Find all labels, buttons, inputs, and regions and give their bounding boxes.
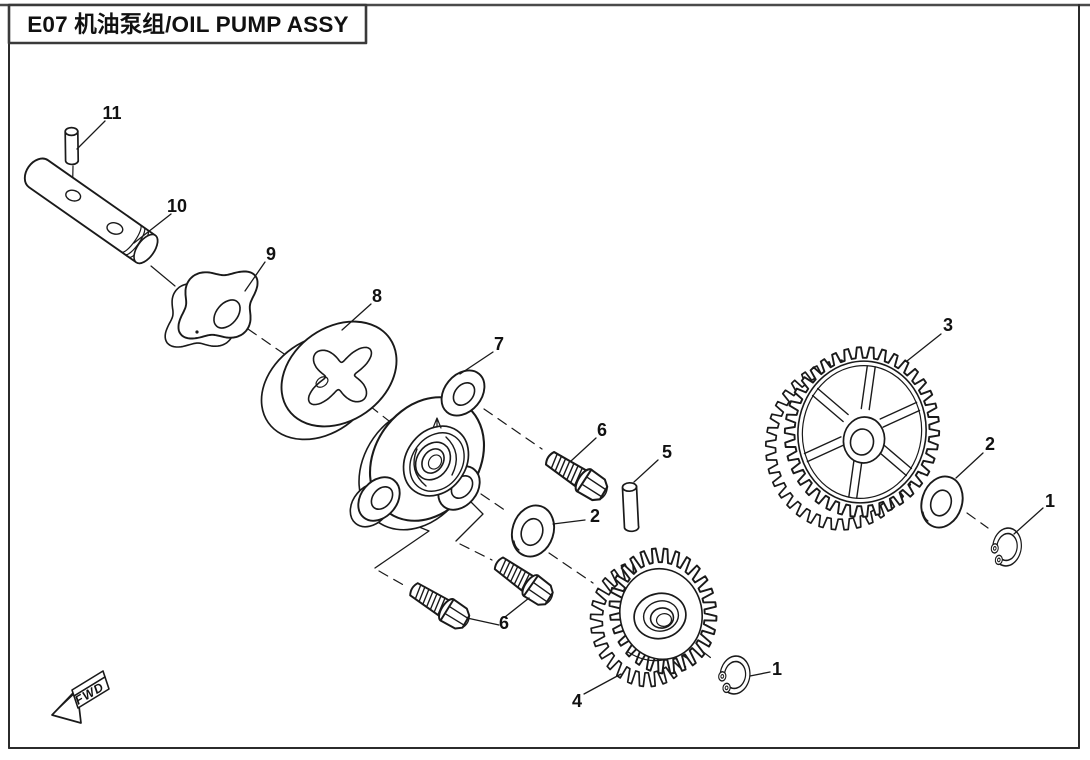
title-box xyxy=(7,3,368,45)
callout-2-middle: 2 xyxy=(590,506,600,526)
callout-11: 11 xyxy=(102,103,121,123)
part-9-inner-rotor xyxy=(164,270,259,348)
page-frame xyxy=(0,3,1090,749)
callout-9: 9 xyxy=(266,244,276,264)
part-3-gear-large xyxy=(764,346,941,531)
bolt-hole-zigzag-right xyxy=(455,496,484,542)
callout-7: 7 xyxy=(494,334,504,354)
part-7-pump-cover xyxy=(349,369,486,531)
callout-6-lower: 6 xyxy=(499,613,509,633)
callout-1-middle: 1 xyxy=(772,659,782,679)
callout-6-upper: 6 xyxy=(597,420,607,440)
part-6-bolt-lower-middle xyxy=(489,551,559,611)
part-1-circlip-middle xyxy=(715,653,754,697)
callout-10: 10 xyxy=(167,196,187,216)
callout-4: 4 xyxy=(572,691,582,711)
callout-2-right: 2 xyxy=(985,434,995,454)
part-6-bolt-lower-left xyxy=(404,576,476,635)
fwd-direction-arrow: FWD xyxy=(51,670,110,724)
callout-labels: 11 10 9 8 7 6 5 2 6 4 1 3 2 1 xyxy=(102,103,1055,711)
title-block: E07 机油泵组/OIL PUMP ASSY xyxy=(7,3,368,45)
part-2-washer-right xyxy=(920,475,964,529)
callout-8: 8 xyxy=(372,286,382,306)
shaft-pin-hole xyxy=(65,189,82,202)
part-2-washer-middle xyxy=(510,504,556,558)
leader-lines xyxy=(76,120,1044,695)
callout-5: 5 xyxy=(662,442,672,462)
part-5-pin xyxy=(621,481,640,533)
part-4-gear xyxy=(589,547,718,688)
fwd-arrow-tail-side xyxy=(73,676,110,709)
page-title: E07 机油泵组/OIL PUMP ASSY xyxy=(27,11,349,37)
callout-3: 3 xyxy=(943,315,953,335)
shaft-oil-hole xyxy=(106,222,124,235)
cast-arrow-mark xyxy=(432,417,442,429)
part-8-outer-rotor xyxy=(260,320,398,441)
part-11-pin xyxy=(64,126,80,166)
part-1-circlip-right xyxy=(988,525,1025,569)
callout-1-right: 1 xyxy=(1045,491,1055,511)
cover-bolt-hole-left xyxy=(370,486,394,510)
part-10-shaft xyxy=(23,157,159,265)
cover-bolt-hole-top xyxy=(452,382,476,406)
